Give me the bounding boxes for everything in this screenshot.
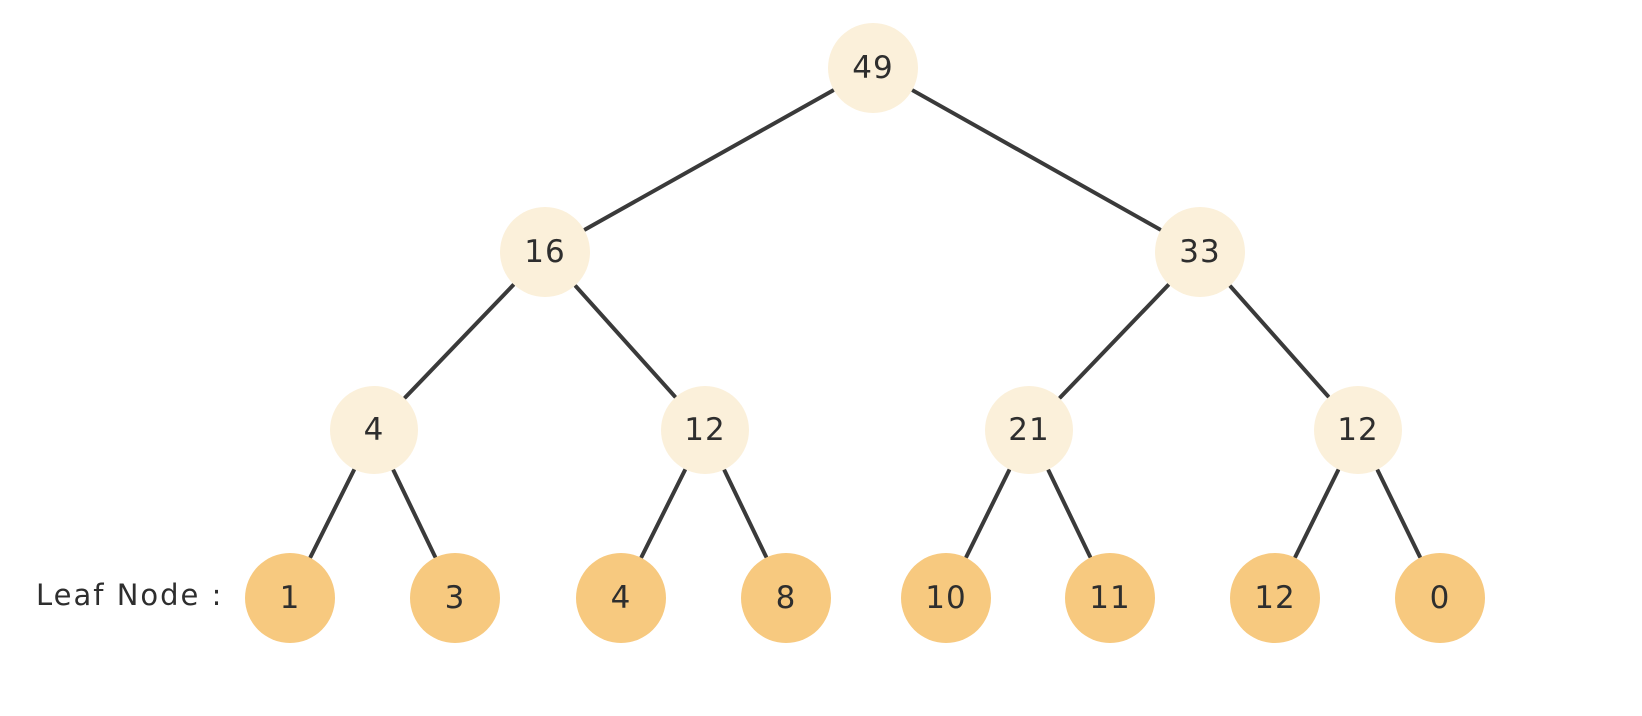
node-value: 4 — [610, 580, 632, 616]
node-value: 21 — [1008, 412, 1050, 448]
leaf-node-1[interactable]: 1 — [245, 553, 335, 643]
node-value: 12 — [1337, 412, 1379, 448]
tree-edge — [1375, 468, 1422, 559]
tree-node-49[interactable]: 49 — [828, 23, 918, 113]
node-value: 49 — [852, 50, 894, 86]
node-value: 3 — [444, 580, 466, 616]
tree-edge — [308, 468, 356, 559]
node-value: 1 — [279, 580, 301, 616]
leaf-node-8[interactable]: 8 — [741, 553, 831, 643]
tree-edge — [1293, 468, 1341, 559]
leaf-node-12[interactable]: 12 — [1230, 553, 1320, 643]
node-value: 12 — [1254, 580, 1296, 616]
node-value: 0 — [1429, 580, 1451, 616]
tree-node-16[interactable]: 16 — [500, 207, 590, 297]
tree-node-12[interactable]: 12 — [1314, 386, 1402, 474]
leaf-node-10[interactable]: 10 — [901, 553, 991, 643]
leaf-node-4[interactable]: 4 — [576, 553, 666, 643]
tree-edge — [1046, 468, 1093, 559]
tree-node-12[interactable]: 12 — [661, 386, 749, 474]
leaf-node-11[interactable]: 11 — [1065, 553, 1155, 643]
tree-edge — [573, 284, 677, 399]
tree-edge — [403, 283, 516, 400]
node-value: 12 — [684, 412, 726, 448]
node-value: 33 — [1179, 234, 1221, 270]
tree-edge — [583, 88, 835, 232]
leaf-node-label: Leaf Node : — [36, 578, 224, 612]
node-value: 11 — [1089, 580, 1131, 616]
tree-node-33[interactable]: 33 — [1155, 207, 1245, 297]
node-value: 8 — [775, 580, 797, 616]
leaf-node-3[interactable]: 3 — [410, 553, 500, 643]
node-value: 16 — [524, 234, 566, 270]
tree-node-21[interactable]: 21 — [985, 386, 1073, 474]
tree-edge — [1228, 284, 1331, 399]
tree-edge — [722, 468, 769, 559]
tree-edge — [1058, 283, 1171, 400]
leaf-node-0[interactable]: 0 — [1395, 553, 1485, 643]
tree-edge — [911, 88, 1162, 232]
node-value: 10 — [925, 580, 967, 616]
tree-node-4[interactable]: 4 — [330, 386, 418, 474]
tree-edge — [964, 468, 1012, 559]
tree-edge — [391, 468, 438, 559]
tree-edge — [639, 468, 687, 559]
node-value: 4 — [363, 412, 385, 448]
